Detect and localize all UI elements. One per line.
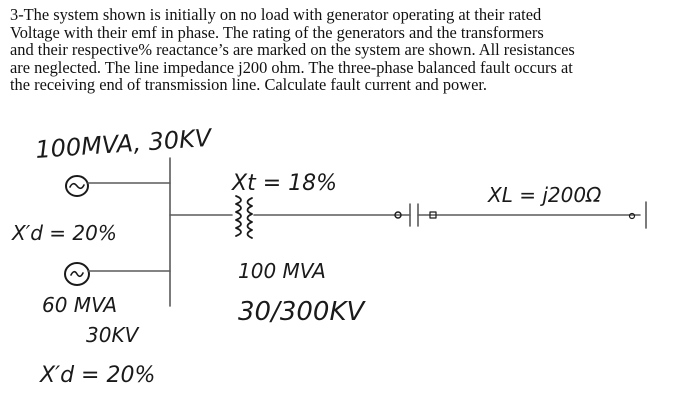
problem-line: are neglected. The line impedance j200 o… (10, 57, 573, 77)
gen2-rating-label: 60 MVA (42, 293, 117, 317)
line-reactance-label: XL = j200Ω (487, 183, 602, 207)
problem-line: the receiving end of transmission line. … (10, 75, 487, 95)
generator-1-icon (65, 175, 89, 197)
gen1-rating-label: 100MVA, 30KV (34, 124, 213, 164)
problem-line: Voltage with their emf in phase. The rat… (10, 22, 544, 42)
breaker-icon (429, 211, 636, 220)
problem-line: and their respective% reactance’s are ma… (10, 40, 575, 60)
gen1-reactance-label: X′d = 20% (11, 221, 117, 245)
system-diagram: 100MVA, 30KV X′d = 20% 60 MVA 30KV X′d =… (11, 124, 647, 388)
problem-line: 3-The system shown is initially on no lo… (10, 5, 542, 24)
transformer-reactance-label: Xt = 18% (231, 171, 337, 196)
transformer-icon (235, 195, 253, 239)
gen2-voltage-label: 30KV (86, 323, 140, 347)
problem-statement: 3-The system shown is initially on no lo… (10, 6, 680, 94)
transformer-rating-label: 100 MVA (238, 259, 326, 283)
transformer-voltage-label: 30/300KV (238, 297, 367, 327)
busbar (87, 157, 233, 307)
transmission-line (253, 201, 647, 229)
gen2-reactance-label: X′d = 20% (39, 363, 155, 388)
generator-2-icon (64, 262, 90, 286)
